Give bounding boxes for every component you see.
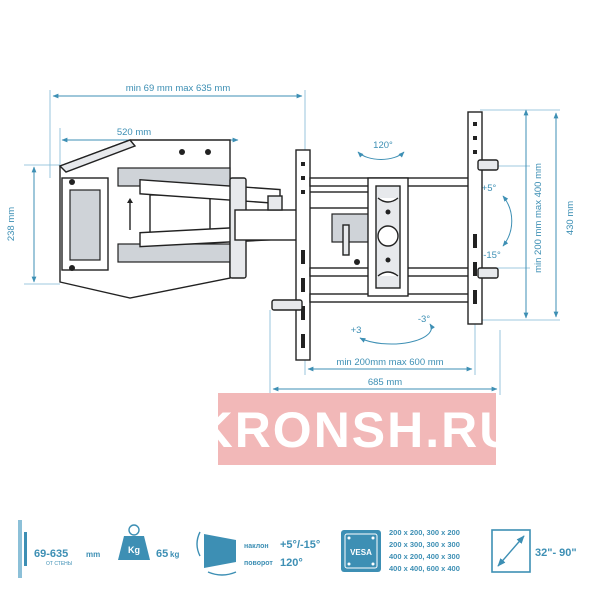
wall-distance-icon	[18, 520, 27, 578]
spec-bar: 69-635 mm ОТ СТЕНЫ Kg 65 kg наклон повор…	[18, 520, 577, 578]
tilt-value: +5°/-15°	[280, 539, 320, 551]
swivel-angle-label: 120°	[373, 140, 393, 151]
vesa-label: VESA	[350, 548, 372, 557]
distance-value: 69-635	[34, 548, 68, 560]
weight-icon-label: Kg	[128, 545, 140, 555]
vesa-line-2: 200 x 300, 300 x 300	[389, 540, 460, 549]
swivel-label: поворот	[244, 560, 273, 567]
vertical-rail-right	[467, 111, 499, 325]
vesa-icon	[341, 530, 381, 572]
watermark-background	[218, 393, 496, 465]
swivel-value: 120°	[280, 557, 303, 569]
wall-plate-width-label: 520 mm	[117, 127, 151, 138]
wall-plate	[58, 139, 231, 299]
tilt-label: наклон	[244, 543, 269, 550]
wall-plate-height-label: 238 mm	[6, 207, 17, 241]
screen-size-icon	[491, 529, 531, 573]
tilt-up-label: +5°	[482, 183, 497, 194]
bracket-width-label: 685 mm	[368, 377, 402, 388]
center-tilt-plate	[367, 177, 409, 297]
vertical-rail-left	[271, 149, 311, 361]
vesa-line-1: 200 x 200, 300 x 200	[389, 528, 460, 537]
dimension-labels: min 69 mm max 635 mm 520 mm 238 mm 120° …	[6, 83, 576, 388]
distance-unit: mm	[86, 550, 100, 559]
tilt-down-label: -15°	[483, 250, 501, 261]
articulating-arms	[139, 177, 373, 279]
watermark-text: KRONSH.RU	[197, 402, 518, 458]
level-minus-label: -3°	[418, 314, 430, 325]
vesa-line-3: 400 x 200, 400 x 300	[389, 552, 460, 561]
tilt-swivel-icon	[196, 531, 237, 576]
bracket-height-label: 430 mm	[565, 201, 576, 235]
load-unit: kg	[170, 550, 179, 559]
vesa-horizontal-label: min 200mm max 600 mm	[336, 357, 443, 368]
watermark: KRONSH.RU	[197, 393, 518, 465]
level-plus-label: +3	[351, 325, 362, 336]
vesa-vertical-label: min 200 mm max 400 mm	[533, 163, 544, 273]
load-value: 65	[156, 548, 168, 560]
distance-note: ОТ СТЕНЫ	[46, 561, 73, 567]
weight-icon	[118, 524, 150, 560]
vesa-line-4: 400 x 400, 600 x 400	[389, 564, 460, 573]
screen-size-value: 32"- 90"	[535, 547, 577, 559]
arm-extension-label: min 69 mm max 635 mm	[126, 83, 231, 94]
